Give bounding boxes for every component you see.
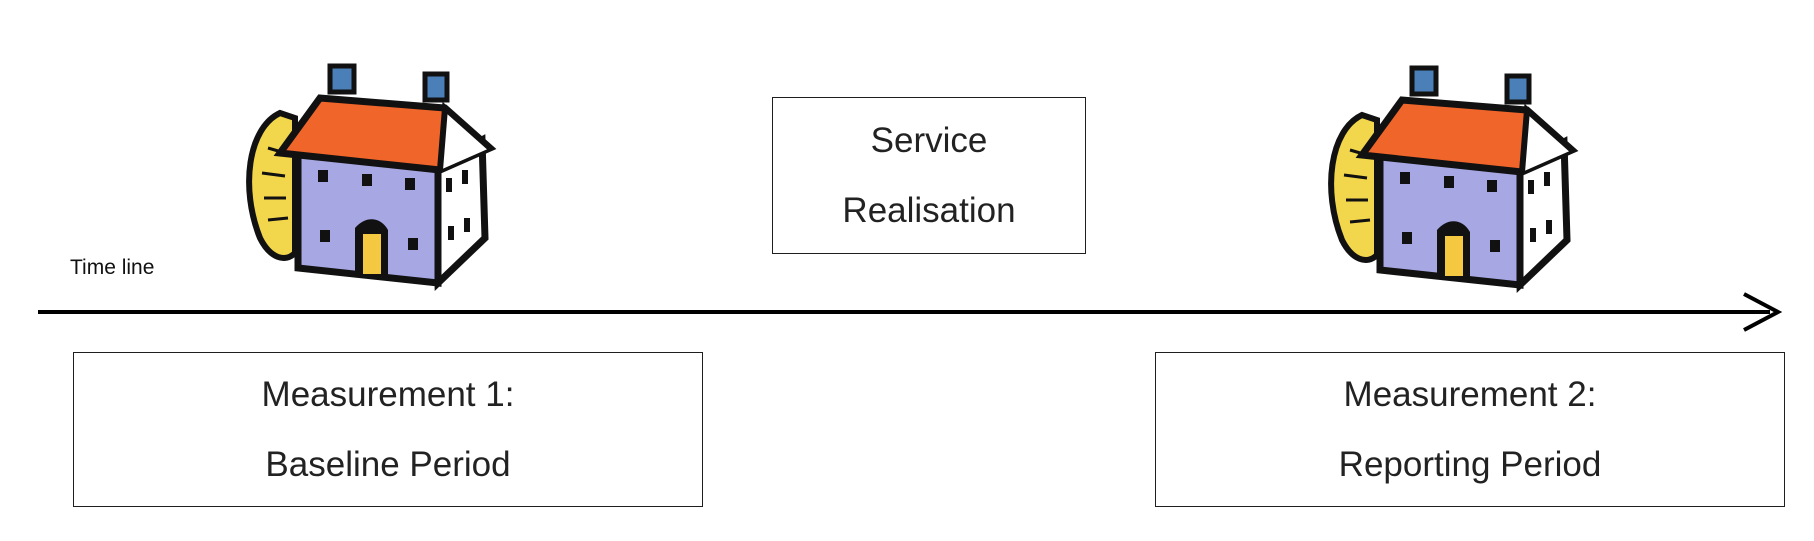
measurement-2-period: Reporting Period [1338, 444, 1602, 484]
house-icon [1328, 65, 1579, 294]
house-icon [246, 63, 497, 292]
service-realisation-box: Service Realisation [772, 97, 1086, 254]
house-drawing [1328, 65, 1579, 294]
service-line-2: Realisation [842, 190, 1016, 230]
timeline-label: Time line [70, 256, 155, 279]
measurement-1-period: Baseline Period [265, 444, 511, 484]
measurement-1-box: Measurement 1: Baseline Period [73, 352, 703, 507]
measurement-2-box: Measurement 2: Reporting Period [1155, 352, 1785, 507]
service-line-1: Service [870, 120, 988, 160]
house-drawing [246, 63, 497, 292]
measurement-2-title: Measurement 2: [1343, 374, 1597, 414]
measurement-1-title: Measurement 1: [261, 374, 515, 414]
